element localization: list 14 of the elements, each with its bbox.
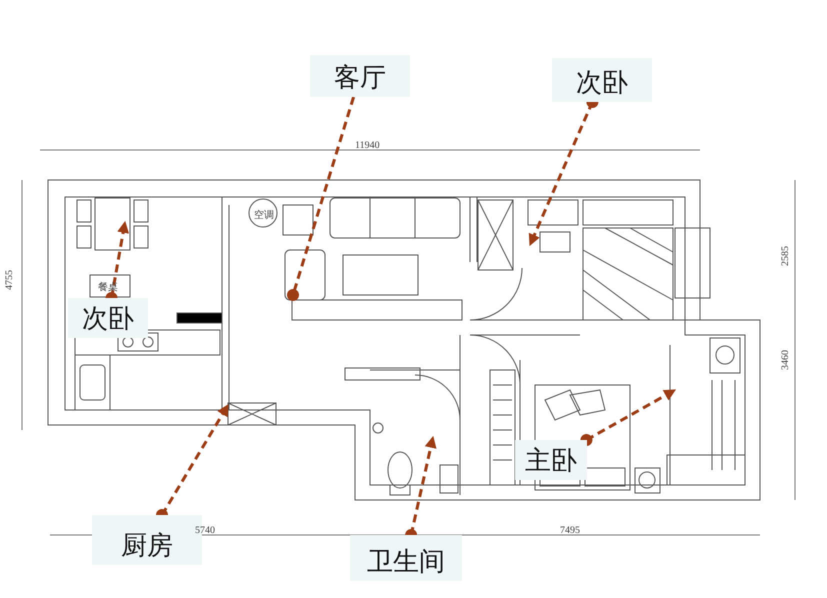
dimension-text: 5740 xyxy=(195,525,215,536)
room-label: 客厅 xyxy=(310,55,410,97)
dimension-text: 11940 xyxy=(355,140,380,151)
dimension-text: 3460 xyxy=(780,350,791,370)
room-label: 卫生间 xyxy=(350,535,462,581)
room-label: 次卧 xyxy=(68,298,148,338)
dimension-text: 2585 xyxy=(780,246,791,266)
room-label: 次卧 xyxy=(552,58,652,102)
dimension-text: 4755 xyxy=(4,270,15,290)
appliance-label: 空调 xyxy=(254,208,274,222)
leader-arrow xyxy=(580,388,676,446)
room-label: 主卧 xyxy=(515,440,587,480)
furniture-label: 餐桌 xyxy=(98,280,118,294)
dimension-text: 7495 xyxy=(560,525,580,536)
